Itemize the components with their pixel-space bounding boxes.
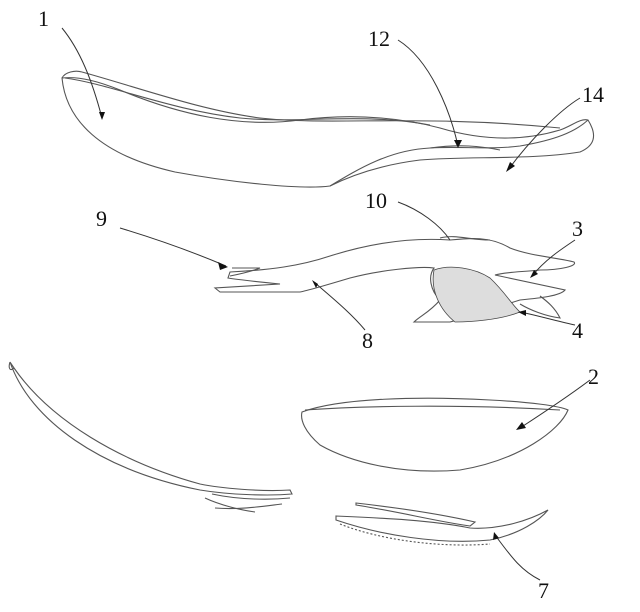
part-midsole-plate: [213, 236, 576, 323]
label-8: 8: [362, 328, 373, 353]
part-outsole: [335, 502, 549, 546]
leader-lines: [61, 27, 591, 581]
part-heel-wedge: [8, 361, 293, 513]
label-4: 4: [572, 318, 583, 343]
label-7: 7: [538, 578, 549, 603]
part-upper: [61, 70, 595, 188]
part-insole: [301, 397, 569, 472]
label-3: 3: [572, 216, 583, 241]
label-2: 2: [588, 364, 599, 389]
label-10: 10: [365, 188, 387, 213]
label-9: 9: [96, 206, 107, 231]
label-1: 1: [38, 6, 49, 31]
label-12: 12: [368, 26, 390, 51]
label-14: 14: [582, 82, 604, 107]
